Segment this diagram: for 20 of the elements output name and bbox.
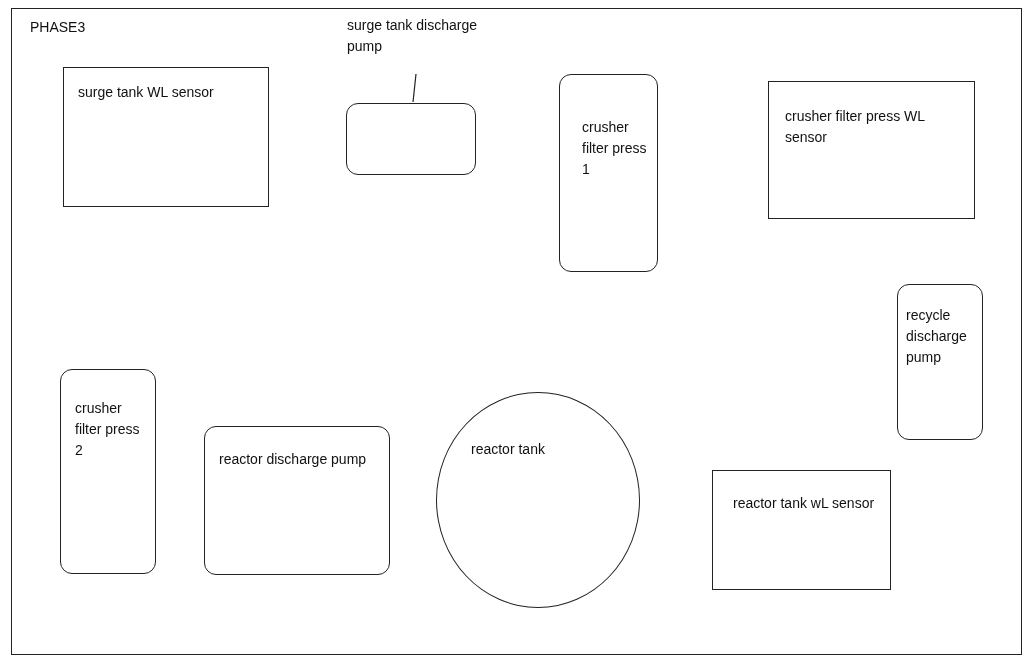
node-label: crusher filter press 1	[582, 118, 648, 179]
node-label: reactor discharge pump	[219, 450, 368, 469]
node-label: crusher filter press WL sensor	[785, 107, 926, 147]
phase-panel	[11, 8, 1022, 655]
sensor-box	[768, 81, 975, 219]
equipment-box	[60, 369, 156, 574]
sensor-box	[712, 470, 891, 590]
node-label: surge tank WL sensor	[78, 83, 215, 102]
node-label: reactor tank wL sensor	[733, 494, 876, 513]
equipment-box	[346, 103, 476, 175]
panel-title: PHASE3	[30, 18, 87, 37]
callout-text: surge tank discharge pump	[347, 16, 478, 56]
leader-line	[412, 73, 417, 103]
sensor-box	[63, 67, 269, 207]
node-label: reactor tank	[471, 440, 546, 459]
node-label: crusher filter press 2	[75, 399, 141, 460]
equipment-box	[897, 284, 983, 440]
node-label: recycle discharge pump	[906, 306, 968, 367]
equipment-box	[559, 74, 658, 272]
equipment-box	[204, 426, 390, 575]
